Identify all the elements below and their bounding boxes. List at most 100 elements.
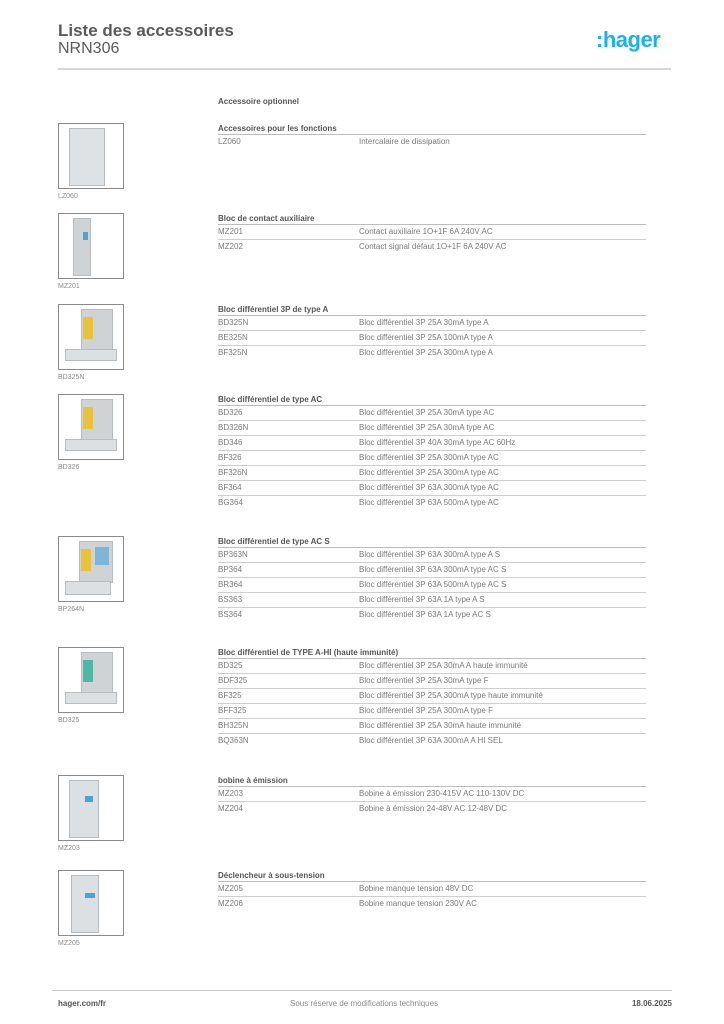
description-cell: Bloc différentiel 3P 63A 500mA type AC [359, 498, 499, 507]
thumbnail-label: LZ060 [58, 193, 78, 200]
reference-cell: BH325N [218, 721, 249, 730]
description-cell: Bobine manque tension 230V AC [359, 899, 477, 908]
section-intro-heading: Accessoire optionnel [218, 97, 299, 106]
footer-divider [52, 990, 672, 991]
description-cell: Bloc différentiel 3P 25A 30mA type AC [359, 423, 495, 432]
accessory-group: Bloc de contact auxiliaire MZ201 Contact… [218, 213, 646, 254]
description-cell: Bloc différentiel 3P 25A 300mA type haut… [359, 691, 543, 700]
reference-cell: MZ201 [218, 227, 243, 236]
description-cell: Bloc différentiel 3P 25A 30mA type AC [359, 408, 495, 417]
table-row: BF326N Bloc différentiel 3P 25A 300mA ty… [218, 466, 646, 481]
table-row: BH325N Bloc différentiel 3P 25A 30mA hau… [218, 719, 646, 734]
thumbnail-label: BP264N [58, 606, 85, 613]
description-cell: Bloc différentiel 3P 25A 300mA type F [359, 706, 494, 715]
document-date: 18.06.2025 [631, 999, 672, 1008]
table-row: LZ060 Intercalaire de dissipation [218, 135, 646, 149]
table-row: BQ363N Bloc différentiel 3P 63A 300mA A … [218, 734, 646, 748]
busbar-icon [65, 692, 117, 704]
product-image-icon [69, 780, 99, 838]
table-row: BD325 Bloc différentiel 3P 25A 30mA A ha… [218, 659, 646, 674]
accessory-group: bobine à émission MZ203 Bobine à émissio… [218, 775, 646, 816]
yellow-label-icon [81, 549, 91, 571]
description-cell: Contact signal défaut 1O+1F 6A 240V AC [359, 242, 507, 251]
header-divider [58, 68, 671, 70]
table-row: MZ201 Contact auxiliaire 1O+1F 6A 240V A… [218, 225, 646, 240]
thumbnail-label: BD326 [58, 464, 80, 471]
product-thumbnail [58, 775, 124, 841]
website-link[interactable]: hager.com/fr [58, 999, 107, 1008]
description-cell: Bloc différentiel 3P 25A 100mA type A [359, 333, 494, 342]
reference-cell: MZ205 [218, 884, 243, 893]
teal-label-icon [83, 660, 93, 682]
description-cell: Bobine manque tension 48V DC [359, 884, 474, 893]
description-cell: Bloc différentiel 3P 40A 30mA type AC 60… [359, 438, 516, 447]
description-cell: Contact auxiliaire 1O+1F 6A 240V AC [359, 227, 493, 236]
disclaimer-text: Sous réserve de modifications techniques [290, 999, 439, 1008]
description-cell: Bloc différentiel 3P 63A 1A type AC S [359, 610, 491, 619]
table-row: BE325N Bloc différentiel 3P 25A 100mA ty… [218, 331, 646, 346]
product-thumbnail [58, 123, 124, 189]
reference-cell: BFF325 [218, 706, 247, 715]
product-thumbnail [58, 647, 124, 713]
product-image-icon [69, 128, 105, 186]
description-cell: Bloc différentiel 3P 25A 300mA type AC [359, 453, 499, 462]
description-cell: Bloc différentiel 3P 63A 300mA A HI SEL [359, 736, 503, 745]
reference-cell: MZ206 [218, 899, 243, 908]
product-thumbnail [58, 213, 124, 279]
product-thumbnail [58, 870, 124, 936]
reference-cell: BP363N [218, 550, 248, 559]
table-row: BD325N Bloc différentiel 3P 25A 30mA typ… [218, 316, 646, 331]
product-image-icon [73, 218, 91, 276]
table-row: BF325N Bloc différentiel 3P 25A 300mA ty… [218, 346, 646, 360]
description-cell: Bloc différentiel 3P 25A 30mA haute immu… [359, 721, 522, 730]
yellow-label-icon [83, 317, 93, 339]
table-row: MZ204 Bobine à émission 24-48V AC 12-48V… [218, 802, 646, 816]
reference-cell: BG364 [218, 498, 243, 507]
reference-cell: LZ060 [218, 137, 241, 146]
reference-cell: BE325N [218, 333, 248, 342]
reference-cell: BF326N [218, 468, 248, 477]
busbar-icon [65, 439, 117, 451]
thumbnail-label: MZ201 [58, 283, 80, 290]
product-thumbnail [58, 536, 124, 602]
thumbnail-label: MZ205 [58, 940, 80, 947]
table-row: BF326 Bloc différentiel 3P 25A 300mA typ… [218, 451, 646, 466]
reference-cell: BD326N [218, 423, 249, 432]
table-row: BS364 Bloc différentiel 3P 63A 1A type A… [218, 608, 646, 622]
accessory-group: Bloc différentiel de type AC S BP363N Bl… [218, 536, 646, 622]
accessory-group: Déclencheur à sous-tension MZ205 Bobine … [218, 870, 646, 911]
blue-label-icon [95, 547, 109, 565]
table-row: MZ206 Bobine manque tension 230V AC [218, 897, 646, 911]
group-title: Bloc différentiel de type AC S [218, 536, 646, 548]
reference-cell: BR364 [218, 580, 243, 589]
description-cell: Bloc différentiel 3P 25A 300mA type AC [359, 468, 499, 477]
table-row: BF364 Bloc différentiel 3P 63A 300mA typ… [218, 481, 646, 496]
table-row: BF325 Bloc différentiel 3P 25A 300mA typ… [218, 689, 646, 704]
description-cell: Bobine à émission 24-48V AC 12-48V DC [359, 804, 508, 813]
product-thumbnail [58, 394, 124, 460]
group-title: Bloc différentiel 3P de type A [218, 304, 646, 316]
group-title: bobine à émission [218, 775, 646, 787]
thumbnail-label: MZ203 [58, 845, 80, 852]
reference-cell: BDF325 [218, 676, 248, 685]
description-cell: Bloc différentiel 3P 25A 30mA type A [359, 318, 489, 327]
blue-label-icon [85, 893, 95, 898]
table-row: BP363N Bloc différentiel 3P 63A 300mA ty… [218, 548, 646, 563]
product-image-icon [71, 875, 99, 933]
hager-logo: :hager [596, 27, 661, 52]
description-cell: Bloc différentiel 3P 63A 500mA type AC S [359, 580, 507, 589]
table-row: BFF325 Bloc différentiel 3P 25A 300mA ty… [218, 704, 646, 719]
reference-cell: BD326 [218, 408, 243, 417]
reference-cell: BD325N [218, 318, 249, 327]
accessory-group: Accessoires pour les fonctions LZ060 Int… [218, 123, 646, 149]
product-thumbnail [58, 304, 124, 370]
group-title: Déclencheur à sous-tension [218, 870, 646, 882]
thumbnail-label: BD325N [58, 374, 85, 381]
reference-cell: MZ202 [218, 242, 243, 251]
table-row: BR364 Bloc différentiel 3P 63A 500mA typ… [218, 578, 646, 593]
description-cell: Intercalaire de dissipation [359, 137, 450, 146]
table-row: BD326N Bloc différentiel 3P 25A 30mA typ… [218, 421, 646, 436]
group-title: Bloc de contact auxiliaire [218, 213, 646, 225]
accessory-group: Bloc différentiel de type AC BD326 Bloc … [218, 394, 646, 510]
table-row: BG364 Bloc différentiel 3P 63A 500mA typ… [218, 496, 646, 510]
